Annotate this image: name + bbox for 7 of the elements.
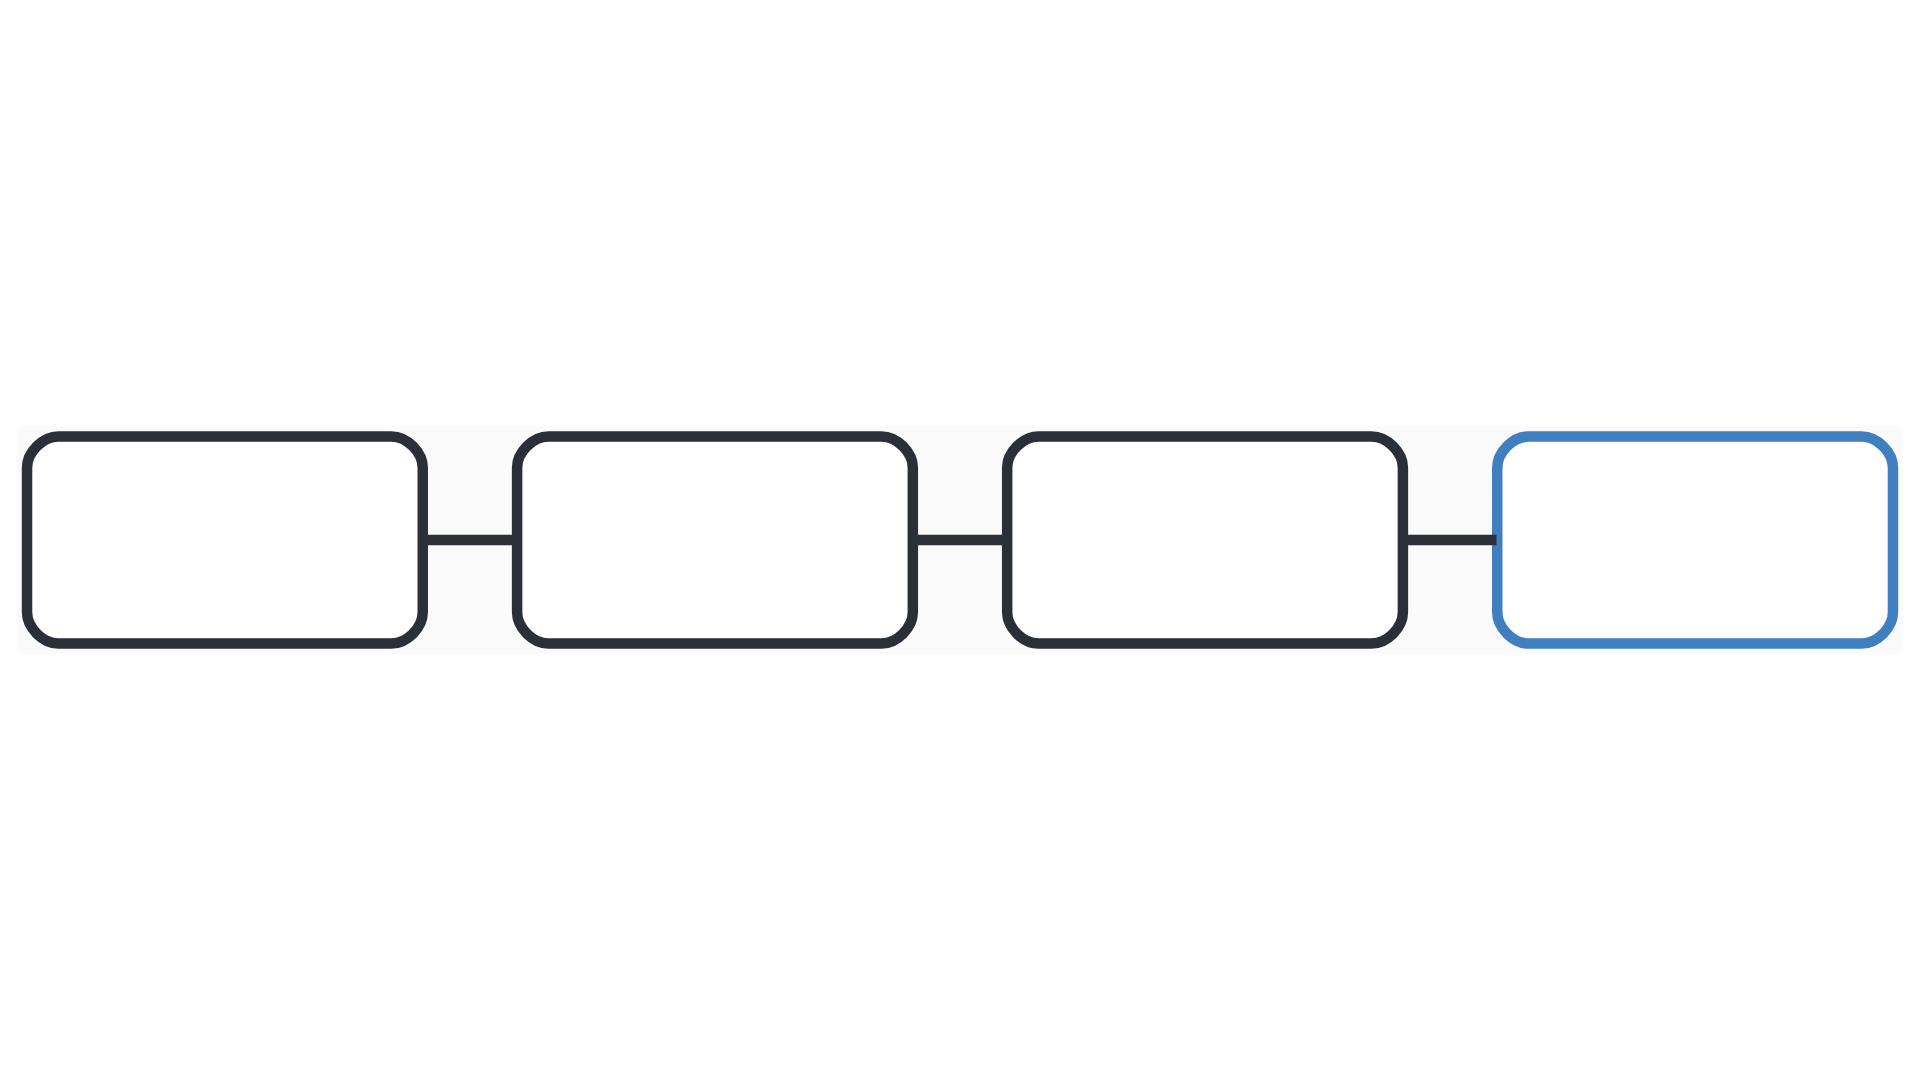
connector — [912, 534, 1007, 546]
connector — [1402, 534, 1497, 546]
node-box — [1492, 431, 1899, 649]
node-box — [1001, 431, 1409, 649]
connector — [422, 534, 517, 546]
node-box — [511, 431, 919, 649]
node-box — [21, 431, 428, 649]
